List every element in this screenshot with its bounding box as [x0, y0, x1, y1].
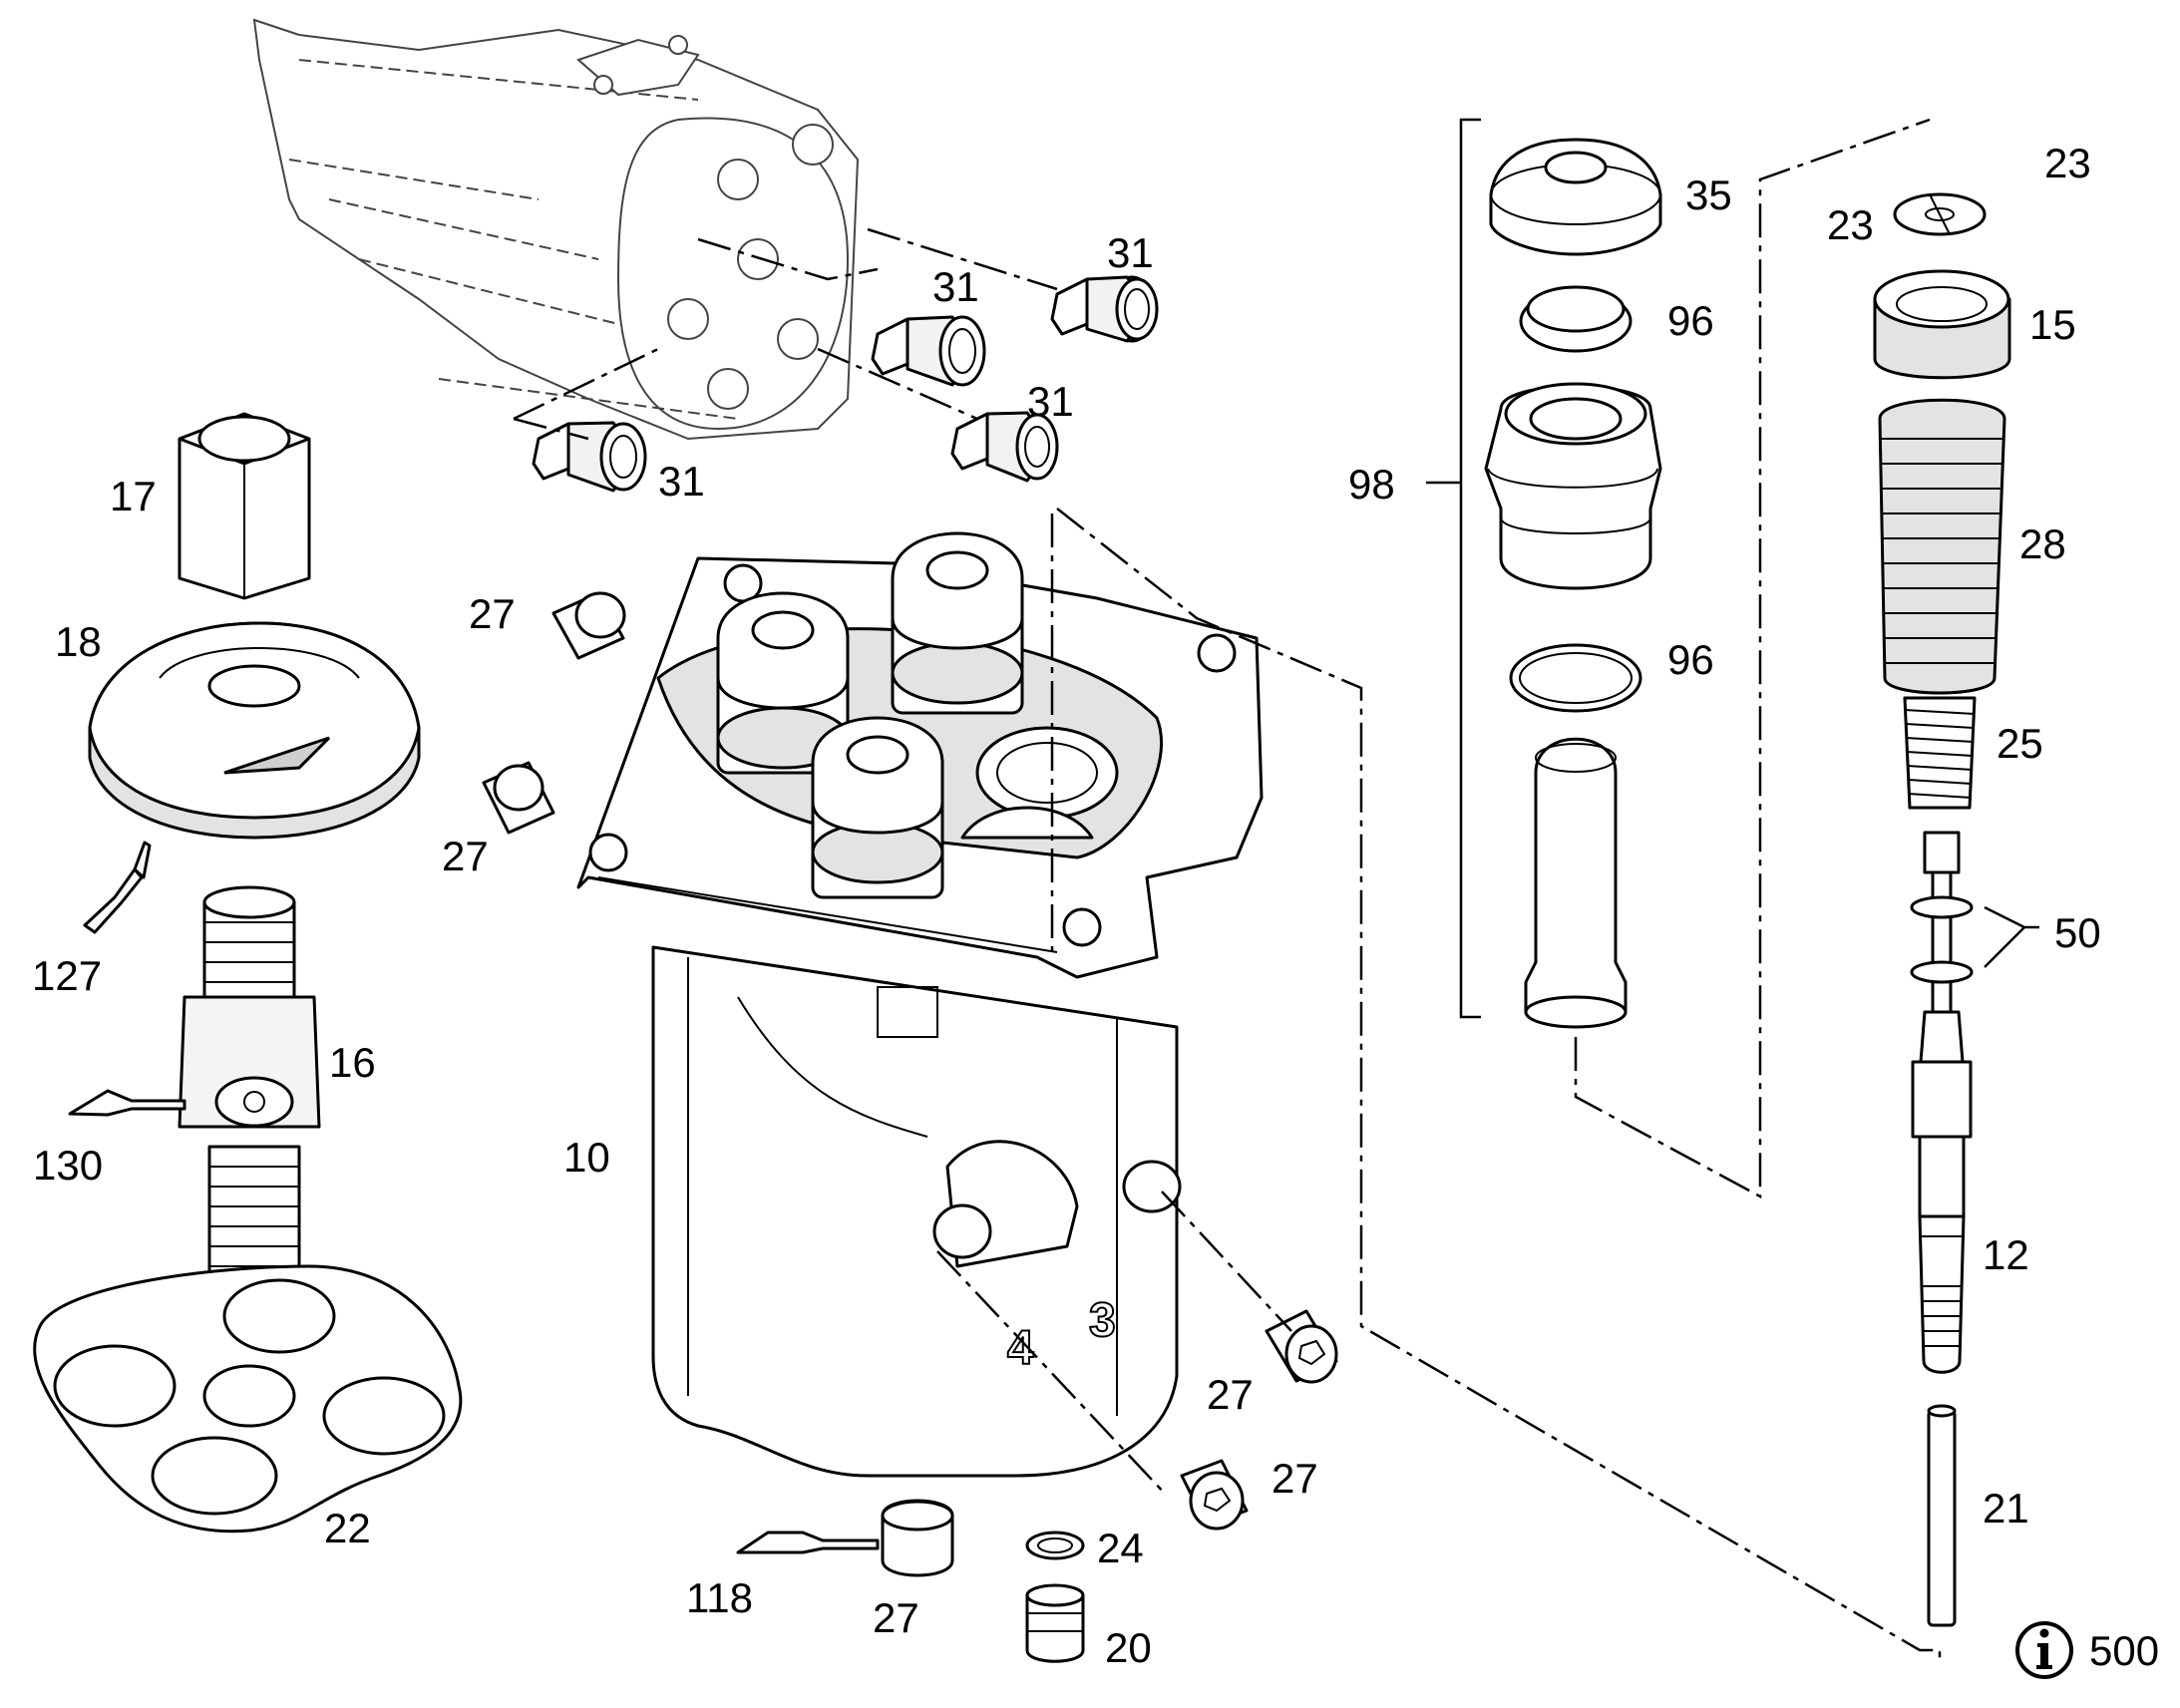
bracket-98 [1459, 118, 1481, 1019]
fitting-31-lower-right [950, 411, 1059, 483]
ring-96-lower [1509, 643, 1642, 713]
hex-nut-17 [178, 412, 311, 600]
callout-24: 24 [1097, 1525, 1144, 1571]
spring-28 [1878, 398, 2006, 695]
callout-25: 25 [1997, 720, 2043, 767]
callout-96-lower: 96 [1667, 636, 1714, 683]
cap-35 [1489, 138, 1662, 256]
callout-500: 500 [2089, 1627, 2159, 1674]
callout-35: 35 [1685, 171, 1732, 218]
pump-assembly-ghost [252, 18, 860, 441]
ring-96-upper [1519, 285, 1633, 353]
piston [1524, 737, 1628, 1029]
callout-23-right: 23 [2044, 140, 2091, 186]
callout-31-right: 31 [1027, 378, 1074, 425]
plug-27-left [482, 761, 555, 835]
callout-130: 130 [33, 1142, 103, 1189]
washer-23 [1893, 192, 1987, 236]
callout-27-right: 27 [1207, 1371, 1254, 1418]
plug-27-upper [551, 591, 626, 660]
plug-20 [1025, 1583, 1085, 1663]
port-mark-3: 3 [1089, 1294, 1116, 1347]
fitting-31-top-right [1050, 275, 1159, 343]
cup-15 [1873, 269, 2011, 380]
callout-23-left: 23 [1827, 201, 1874, 248]
spool-12 [1910, 831, 1974, 1374]
universal-joint-16 [178, 885, 321, 1288]
callout-20: 20 [1105, 1624, 1152, 1671]
tube-130 [68, 1089, 186, 1117]
cap-18 [88, 621, 421, 840]
tube-127 [83, 841, 152, 934]
pin-21 [1927, 1404, 1957, 1627]
info-icon [2015, 1621, 2073, 1679]
gasket-22 [33, 1264, 463, 1534]
leader-50 [1984, 905, 2039, 968]
callout-27-low: 27 [873, 1594, 919, 1641]
callout-118: 118 [686, 1574, 753, 1621]
callout-31-top: 31 [1107, 229, 1154, 276]
tube-118 [736, 1531, 880, 1554]
plug-27-right [1265, 1309, 1338, 1384]
callout-10: 10 [563, 1134, 610, 1181]
callout-127: 127 [32, 952, 102, 999]
callout-98: 98 [1348, 461, 1395, 508]
plug-27-low [881, 1499, 954, 1577]
callout-27-left: 27 [442, 833, 489, 879]
seal-assembly [1484, 382, 1662, 590]
plug-27-bottom [1180, 1459, 1249, 1531]
fitting-31-lower-left [532, 421, 647, 493]
callout-18: 18 [55, 618, 102, 665]
callout-31-left: 31 [658, 458, 705, 505]
callout-22: 22 [324, 1505, 371, 1551]
spring-25 [1903, 696, 1977, 810]
valve-cartridges [716, 531, 1024, 899]
callout-16: 16 [329, 1039, 376, 1086]
callout-21: 21 [1983, 1485, 2029, 1532]
callout-96-upper: 96 [1667, 297, 1714, 344]
callout-28: 28 [2019, 520, 2066, 567]
callout-12: 12 [1983, 1231, 2029, 1278]
callout-50: 50 [2054, 909, 2101, 956]
callout-27-upper: 27 [469, 590, 516, 637]
callout-15: 15 [2029, 301, 2076, 348]
assembly-centerlines [513, 118, 1942, 1665]
callout-17: 17 [110, 473, 157, 519]
callout-27-bottom: 27 [1272, 1455, 1318, 1502]
o-ring-24 [1025, 1531, 1085, 1560]
fitting-31-mid [871, 315, 986, 387]
callout-31-mid: 31 [932, 263, 979, 310]
